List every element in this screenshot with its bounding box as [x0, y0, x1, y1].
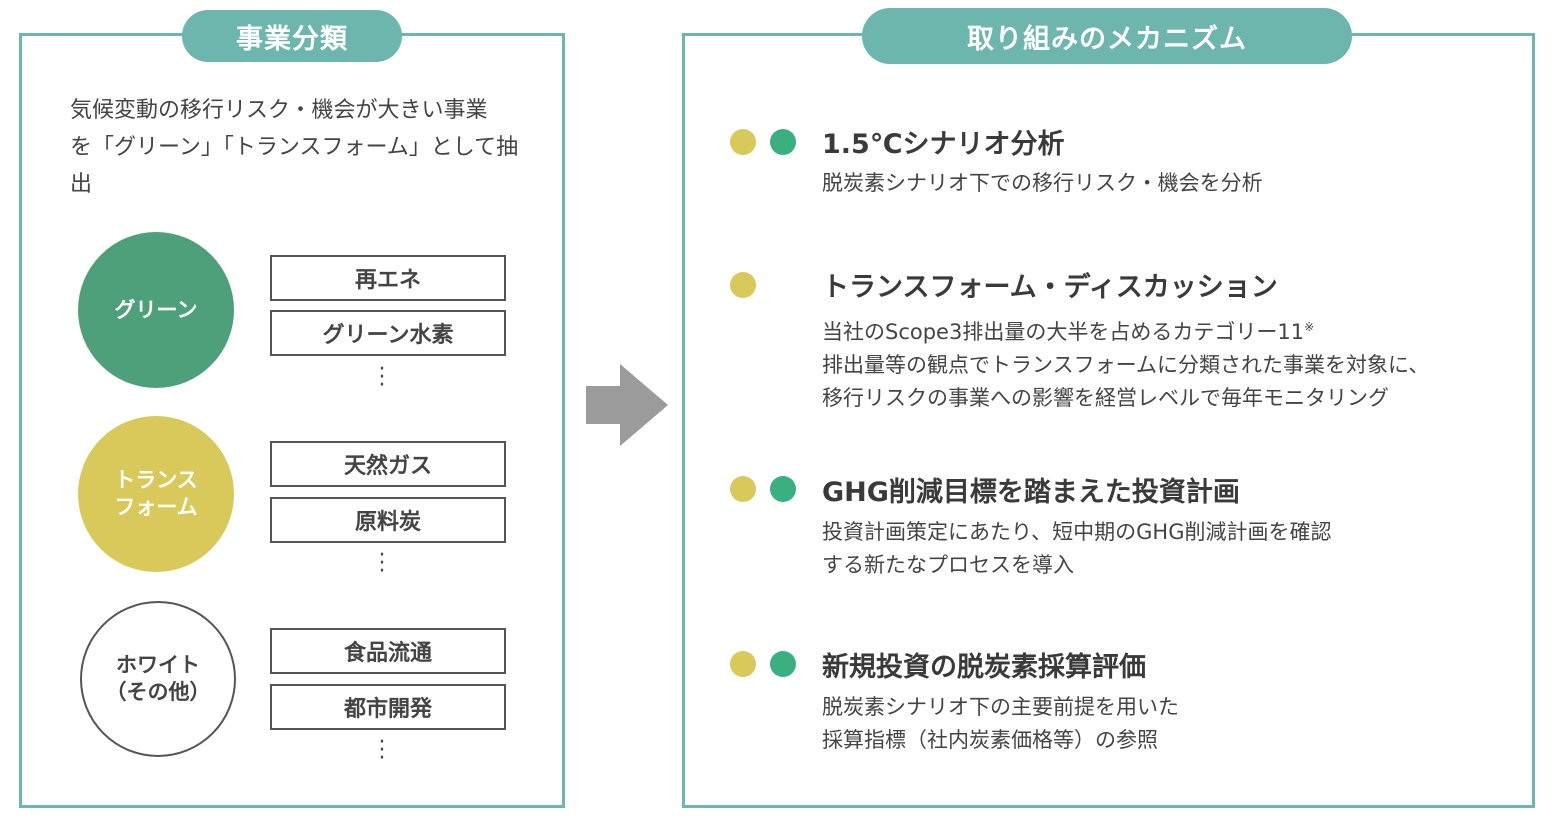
business-box-natural-gas: 天然ガス	[270, 441, 506, 487]
footnote-mark: ※	[1304, 320, 1315, 334]
business-box-green-hydrogen: グリーン水素	[270, 310, 506, 356]
yellow-dot-icon	[730, 272, 756, 298]
business-box-coking-coal: 原料炭	[270, 497, 506, 543]
green-category-circle: グリーン	[78, 232, 234, 388]
white-label-line-1: ホワイト	[116, 653, 200, 677]
green-dot-icon	[770, 476, 796, 502]
mechanism-panel	[682, 33, 1535, 808]
white-category-circle: ホワイト （その他）	[80, 601, 236, 757]
mechanism-title-decarbonization-evaluation: 新規投資の脱炭素採算評価	[822, 652, 1146, 683]
transform-label-line-1: トランス	[114, 468, 198, 492]
white-label-line-2: （その他）	[105, 680, 211, 704]
yellow-dot-icon	[730, 476, 756, 502]
more-items-ellipsis: ···	[378, 543, 386, 584]
desc-line: 移行リスクの事業への影響を経営レベルで毎年モニタリング	[822, 386, 1389, 410]
mechanism-desc-transform-discussion: 当社のScope3排出量の大半を占めるカテゴリー11※ 排出量等の観点でトランス…	[822, 311, 1429, 415]
transform-category-circle: トランス フォーム	[78, 416, 234, 572]
intro-line-2: を「グリーン」「トランスフォーム」として抽出	[70, 135, 519, 197]
green-dot-icon	[770, 129, 796, 155]
mechanism-title-transform-discussion: トランスフォーム・ディスカッション	[822, 272, 1278, 303]
classification-intro: 気候変動の移行リスク・機会が大きい事業 を「グリーン」「トランスフォーム」として…	[70, 92, 540, 203]
business-box-urban-development: 都市開発	[270, 684, 506, 730]
desc-line: 排出量等の観点でトランスフォームに分類された事業を対象に、	[822, 353, 1430, 377]
more-items-ellipsis: ···	[378, 730, 386, 771]
intro-line-1: 気候変動の移行リスク・機会が大きい事業	[70, 98, 488, 123]
business-box-renewable-energy: 再エネ	[270, 255, 506, 301]
green-dot-icon	[770, 651, 796, 677]
transform-label-line-2: フォーム	[114, 495, 198, 519]
mechanism-title-investment-plan: GHG削減目標を踏まえた投資計画	[822, 477, 1240, 508]
business-box-food-distribution: 食品流通	[270, 628, 506, 674]
mechanism-desc-scenario-analysis: 脱炭素シナリオ下での移行リスク・機会を分析	[822, 167, 1263, 200]
right-arrow-icon	[586, 364, 668, 446]
mechanism-desc-investment-plan: 投資計画策定にあたり、短中期のGHG削減計画を確認 する新たなプロセスを導入	[822, 516, 1332, 582]
desc-line: 当社のScope3排出量の大半を占めるカテゴリー11	[822, 320, 1305, 344]
yellow-dot-icon	[730, 651, 756, 677]
yellow-dot-icon	[730, 129, 756, 155]
desc-line: 採算指標（社内炭素価格等）の参照	[822, 728, 1158, 752]
mechanism-title-scenario-analysis: 1.5℃シナリオ分析	[822, 129, 1065, 160]
desc-line: 脱炭素シナリオ下での移行リスク・機会を分析	[822, 171, 1263, 195]
desc-line: 投資計画策定にあたり、短中期のGHG削減計画を確認	[822, 520, 1332, 544]
desc-line: する新たなプロセスを導入	[822, 553, 1074, 577]
green-category-label: グリーン	[114, 297, 198, 322]
business-classification-heading: 事業分類	[182, 10, 402, 62]
more-items-ellipsis: ···	[378, 357, 386, 398]
mechanism-heading: 取り組みのメカニズム	[862, 8, 1352, 64]
desc-line: 脱炭素シナリオ下の主要前提を用いた	[822, 695, 1179, 719]
mechanism-desc-decarbonization-evaluation: 脱炭素シナリオ下の主要前提を用いた 採算指標（社内炭素価格等）の参照	[822, 691, 1179, 757]
